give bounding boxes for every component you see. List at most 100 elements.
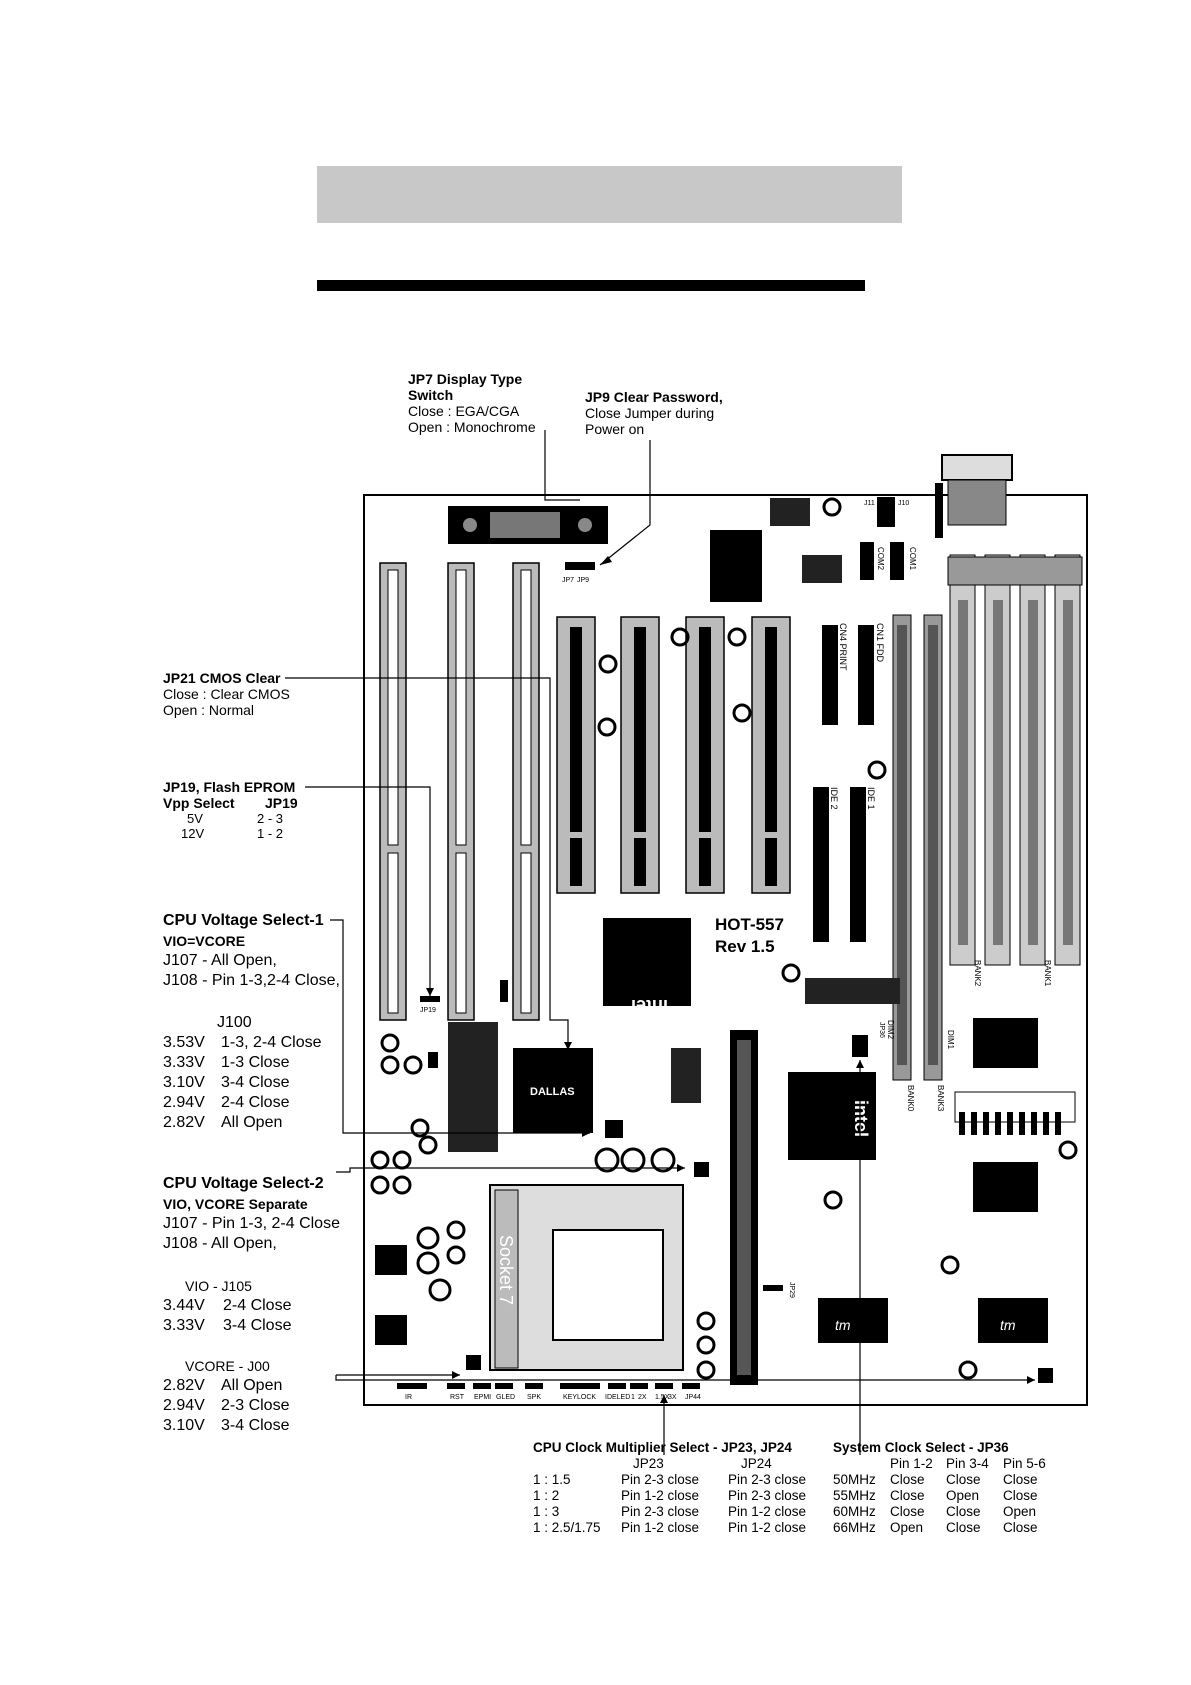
svg-text:intel: intel xyxy=(631,996,668,1016)
svg-text:3X: 3X xyxy=(668,1394,677,1401)
svg-text:intel: intel xyxy=(851,1100,871,1137)
j100-voltage: 2.94V xyxy=(163,1094,205,1111)
jp23-cell: Pin 2-3 close xyxy=(621,1472,700,1487)
ide2-header xyxy=(813,787,829,942)
j00-row: 3.10V 3-4 Close xyxy=(163,1416,340,1436)
jp36-cell: Close xyxy=(1003,1520,1038,1535)
chip-ud9232-b xyxy=(802,555,842,583)
svg-text:J11: J11 xyxy=(864,500,875,507)
cpu-voltage-select-1: CPU Voltage Select-1 VIO=VCORE J107 - Al… xyxy=(163,912,340,1133)
header-rule xyxy=(317,280,865,291)
svg-text:DIM1: DIM1 xyxy=(946,1030,955,1050)
svg-text:JP9: JP9 xyxy=(577,577,589,584)
j105-voltage: 3.44V xyxy=(163,1297,205,1314)
intel-chip-2 xyxy=(788,1072,876,1160)
svg-text:1: 1 xyxy=(631,1394,635,1401)
j00-row: 2.94V 2-3 Close xyxy=(163,1396,340,1416)
j100-setting: 1-3 Close xyxy=(221,1054,290,1071)
jp36-cell: Open xyxy=(1003,1504,1037,1519)
svg-text:J10: J10 xyxy=(898,500,909,507)
svg-text:EPMI: EPMI xyxy=(474,1394,491,1401)
j105-voltage: 3.33V xyxy=(163,1317,205,1334)
j10-header xyxy=(877,497,895,527)
jp29-header xyxy=(763,1285,783,1291)
svg-text:RST: RST xyxy=(450,1394,465,1401)
svg-text:BANK2: BANK2 xyxy=(973,960,982,987)
jp36-cell: 50MHz xyxy=(833,1472,876,1487)
svg-text:KEYLOCK: KEYLOCK xyxy=(563,1394,596,1401)
svg-text:DIM2: DIM2 xyxy=(886,1020,895,1040)
jp23-cell: 1 : 3 xyxy=(533,1504,560,1519)
jp23-cell: 1 : 2 xyxy=(533,1488,560,1503)
chip-ud9232-a xyxy=(770,498,810,526)
j100-row: 2.82V All Open xyxy=(163,1113,340,1133)
header-banner xyxy=(317,166,902,223)
j100-voltage: 2.82V xyxy=(163,1114,205,1131)
svg-text:IR: IR xyxy=(405,1394,412,1401)
ram-chip-2 xyxy=(973,1162,1038,1212)
j100-row: 3.53V 1-3, 2-4 Close xyxy=(163,1033,340,1053)
com2-header xyxy=(860,542,874,580)
jp36-cell: Close xyxy=(946,1472,981,1487)
svg-text:IDE 2: IDE 2 xyxy=(829,787,839,810)
svg-text:GLED: GLED xyxy=(496,1394,515,1401)
j00-setting: 2-3 Close xyxy=(221,1397,290,1414)
jp-right-header xyxy=(1038,1368,1053,1383)
intel-chip-1 xyxy=(603,918,691,1006)
j100-setting: 1-3, 2-4 Close xyxy=(221,1034,322,1051)
svg-text:JP7: JP7 xyxy=(562,577,574,584)
ide1-header xyxy=(850,787,866,942)
jp23-cell: Pin 2-3 close xyxy=(621,1504,700,1519)
vga-connector xyxy=(935,454,1013,538)
jp23-cell: Pin 2-3 close xyxy=(728,1472,807,1487)
svg-text:IDELED: IDELED xyxy=(605,1394,630,1401)
j00-voltage: 2.94V xyxy=(163,1397,205,1414)
tm-chip-1 xyxy=(818,1298,888,1343)
cpu-voltage-select-2: CPU Voltage Select-2 VIO, VCORE Separate… xyxy=(163,1175,340,1436)
jp36-header xyxy=(852,1035,868,1057)
jp36-cell: Close xyxy=(890,1504,925,1519)
bios-rom xyxy=(448,1022,498,1152)
svg-text:IDE 1: IDE 1 xyxy=(866,787,876,810)
svg-text:CN1 FDD: CN1 FDD xyxy=(875,623,885,663)
tm-chip-2 xyxy=(978,1298,1048,1343)
svg-text:BANK0: BANK0 xyxy=(906,1085,915,1112)
svg-text:DALLAS: DALLAS xyxy=(530,1086,575,1098)
svg-text:BANK3: BANK3 xyxy=(936,1085,945,1112)
board-model: HOT-557 xyxy=(715,915,784,934)
dallas-chip xyxy=(513,1048,593,1133)
fdd-header xyxy=(858,625,874,725)
jp36-cell: Close xyxy=(890,1488,925,1503)
jp36-cell: Close xyxy=(1003,1488,1038,1503)
jp23-cell: Pin 1-2 close xyxy=(728,1504,807,1519)
jp23-cell: Pin 1-2 close xyxy=(621,1488,700,1503)
clock-chip xyxy=(805,978,900,1004)
socket-label: Socket 7 xyxy=(496,1235,516,1305)
j00-voltage: 3.10V xyxy=(163,1417,205,1434)
jp36-cell: Close xyxy=(1003,1472,1038,1487)
ram-chip-1 xyxy=(973,1018,1038,1068)
svg-text:JP19: JP19 xyxy=(420,1007,436,1014)
j105-setting: 3-4 Close xyxy=(223,1317,292,1334)
jp9-label: JP9 Clear Password, Close Jumper during … xyxy=(585,389,723,437)
svg-text:tm: tm xyxy=(1000,1317,1016,1333)
jp36-cell: Close xyxy=(890,1472,925,1487)
jp21-label: JP21 CMOS Clear Close : Clear CMOS Open … xyxy=(163,670,290,718)
print-header xyxy=(822,625,838,725)
j105-row: 3.33V 3-4 Close xyxy=(163,1316,340,1336)
jp36-cell: Close xyxy=(946,1504,981,1519)
jp36-cell: 60MHz xyxy=(833,1504,876,1519)
j105-setting: 2-4 Close xyxy=(223,1297,292,1314)
svg-text:1.5X: 1.5X xyxy=(655,1394,670,1401)
j105-row: 3.44V 2-4 Close xyxy=(163,1296,340,1316)
j100-setting: All Open xyxy=(221,1114,283,1131)
j00-setting: 3-4 Close xyxy=(221,1417,290,1434)
j100-voltage: 3.10V xyxy=(163,1074,205,1091)
jp36-cell: Open xyxy=(890,1520,924,1535)
j100-voltage: 3.53V xyxy=(163,1034,205,1051)
